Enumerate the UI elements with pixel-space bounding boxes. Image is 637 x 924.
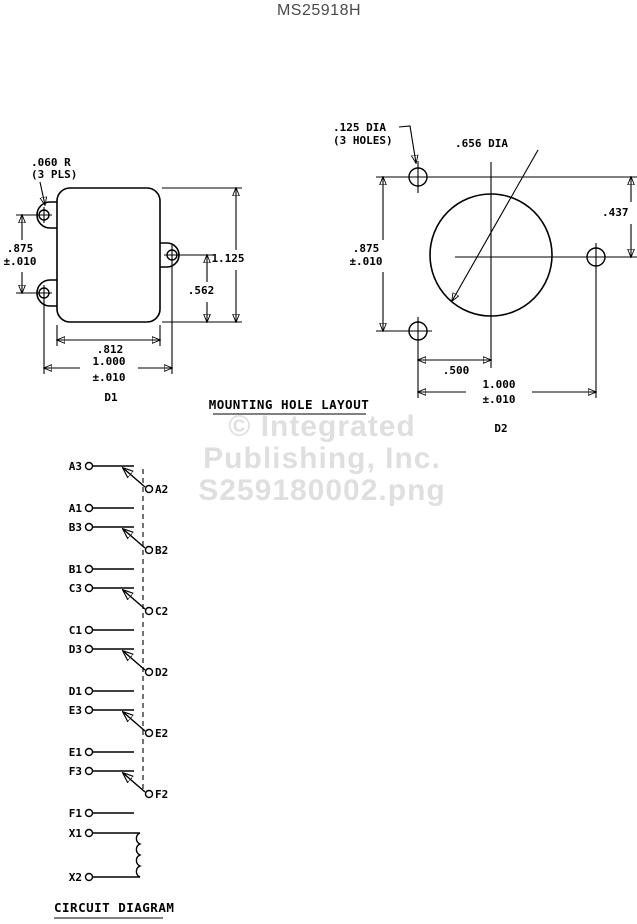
terminal-x2-label: X2 [69, 871, 82, 884]
terminal-a2-label: A2 [155, 483, 168, 496]
terminal-c3-label: C3 [69, 582, 82, 595]
terminal-b2-label: B2 [155, 544, 168, 557]
switch-pole-b: B3 B2 B1 [69, 521, 169, 576]
d2-dim-875: .875 [353, 242, 380, 255]
terminal-e2-label: E2 [155, 727, 168, 740]
page-title: MS25918H [277, 2, 361, 19]
switch-pole-d: D3 D2 D1 [69, 643, 169, 698]
d1-dim-1125: 1.125 [211, 252, 244, 265]
switch-pole-a: A3 A2 A1 [69, 460, 169, 515]
circuit-caption-text: CIRCUIT DIAGRAM [54, 900, 174, 915]
watermark-line3: S259180002.png [198, 474, 445, 507]
drawing-d2: .125 DIA (3 HOLES) .656 DIA .875 ±.010 .… [333, 121, 637, 435]
watermark: © Integrated Publishing, Inc. S259180002… [198, 410, 445, 507]
d1-part-outline [36, 187, 180, 323]
d1-dim-875: .875 [7, 242, 34, 255]
d1-dim-1000-tol: ±.010 [92, 371, 125, 384]
terminal-d1-label: D1 [69, 685, 83, 698]
switch-pole-f: F3 F2 F1 [69, 765, 169, 820]
d2-dim-875-tol: ±.010 [349, 255, 382, 268]
mounting-caption-text: MOUNTING HOLE LAYOUT [209, 397, 370, 412]
terminal-e1-label: E1 [69, 746, 83, 759]
terminal-f1-label: F1 [69, 807, 83, 820]
d2-centerlines-extensions [376, 161, 637, 398]
d1-dim-1000: 1.000 [92, 355, 125, 368]
terminal-f2-label: F2 [155, 788, 168, 801]
terminal-b1-label: B1 [69, 563, 83, 576]
terminal-b3-label: B3 [69, 521, 82, 534]
circuit-diagram-caption: CIRCUIT DIAGRAM [54, 900, 174, 919]
d1-extension-lines [16, 187, 242, 374]
relay-coil: X1 X2 [69, 827, 142, 884]
terminal-c2-label: C2 [155, 605, 168, 618]
d2-dim-1000: 1.000 [482, 378, 515, 391]
terminal-e3-label: E3 [69, 704, 82, 717]
d1-dim-562: .562 [188, 284, 215, 297]
d1-radius-note-line2: (3 PLS) [31, 168, 77, 181]
d2-dim-500: .500 [443, 364, 470, 377]
terminal-c1-label: C1 [69, 624, 83, 637]
terminal-a1-label: A1 [69, 502, 83, 515]
terminal-x1-label: X1 [69, 827, 83, 840]
d2-holes-note-line2: (3 HOLES) [333, 134, 393, 147]
circuit-diagram: A3 A2 A1 B3 B2 B1 C3 C2 C1 [54, 460, 174, 919]
d1-label: D1 [104, 391, 118, 404]
d1-dim-812: .812 [97, 343, 124, 356]
terminal-a3-label: A3 [69, 460, 82, 473]
d2-dimension-lines [383, 125, 631, 392]
d1-mounting-holes [38, 209, 178, 299]
terminal-d2-label: D2 [155, 666, 168, 679]
d2-dim-437: .437 [602, 206, 629, 219]
d1-radius-note-line1: .060 R [31, 156, 71, 169]
switch-pole-c: C3 C2 C1 [69, 582, 169, 637]
d2-holes-note-line1: .125 DIA [333, 121, 386, 134]
watermark-line2: Publishing, Inc. [203, 442, 441, 475]
d1-dim-875-tol: ±.010 [3, 255, 36, 268]
d2-dim-1000-tol: ±.010 [482, 393, 515, 406]
drawing-d1: .060 R (3 PLS) .875 ±.010 1.125 .562 .81… [3, 156, 244, 404]
d2-dia-note: .656 DIA [455, 137, 508, 150]
switch-pole-e: E3 E2 E1 [69, 704, 169, 759]
terminal-f3-label: F3 [69, 765, 82, 778]
d2-label: D2 [494, 422, 507, 435]
watermark-line1: © Integrated [228, 410, 415, 443]
terminal-d3-label: D3 [69, 643, 82, 656]
mounting-hole-layout-caption: MOUNTING HOLE LAYOUT [209, 397, 370, 415]
d1-dimension-lines [22, 181, 236, 368]
coil-winding [135, 832, 142, 878]
